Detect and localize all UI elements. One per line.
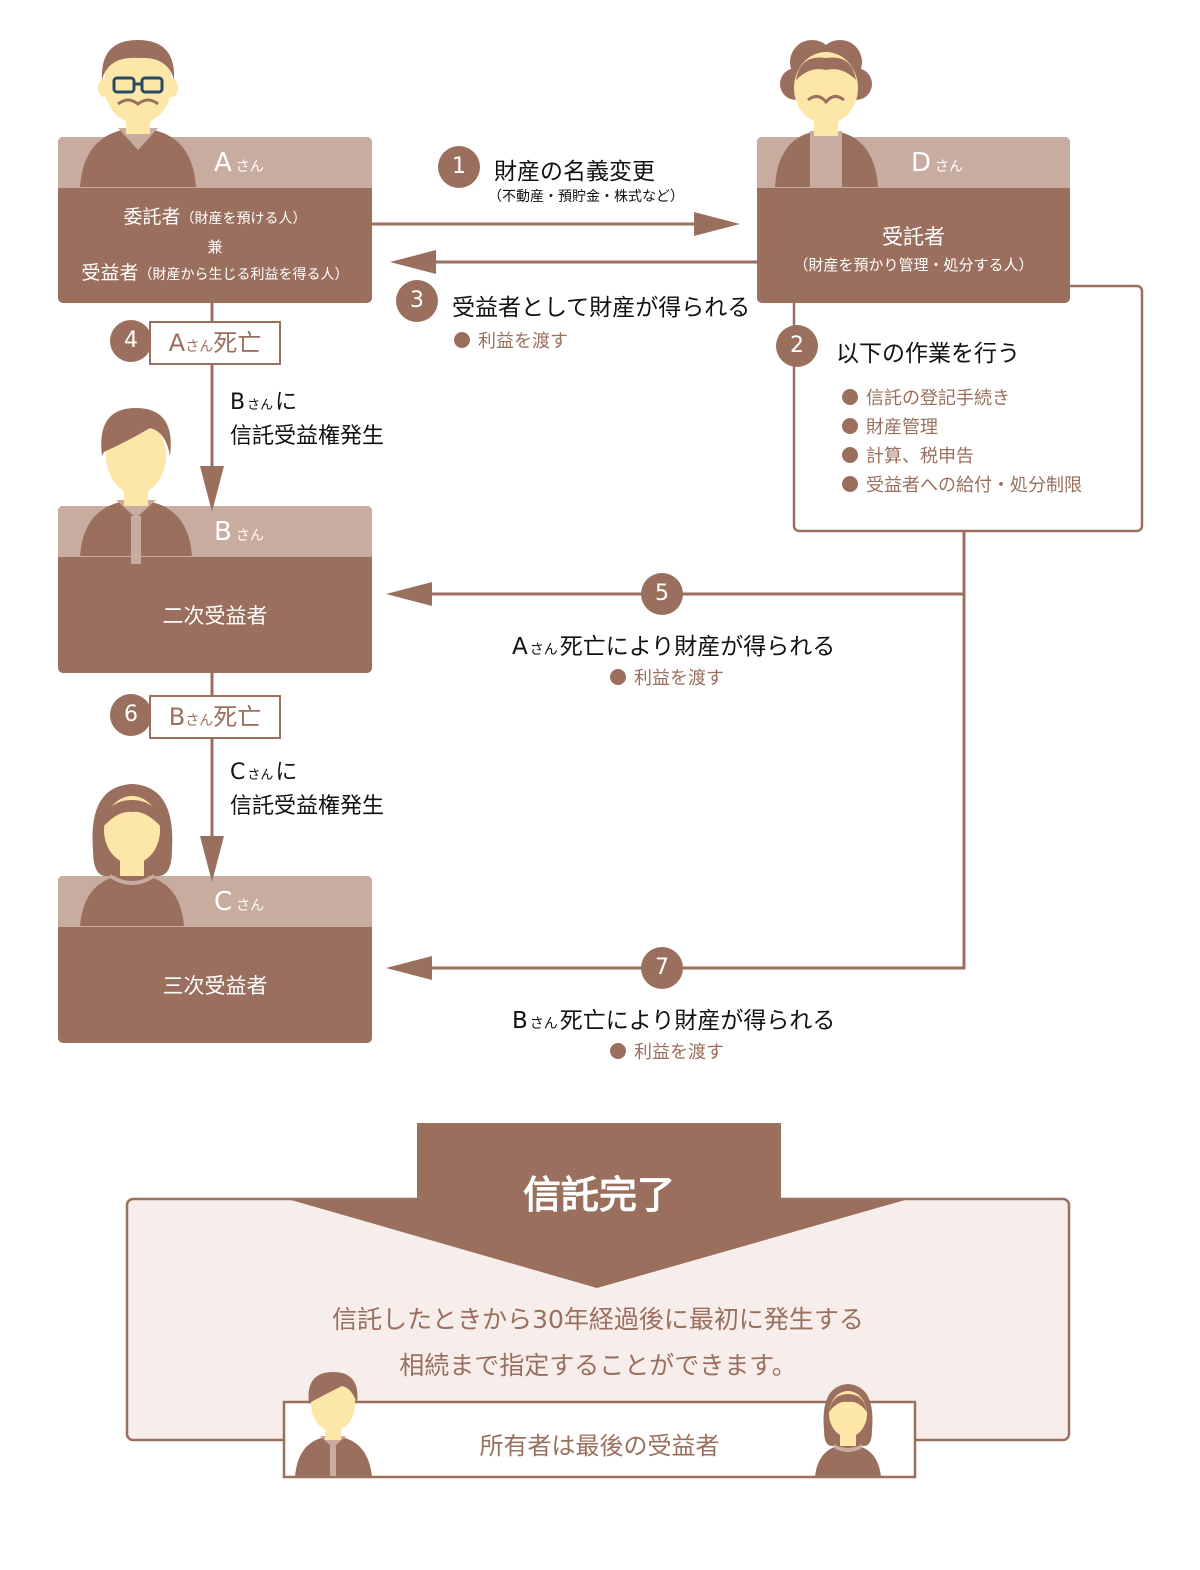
- step6-death-word: 死亡: [213, 703, 262, 731]
- owner-woman-illustration: [815, 1384, 881, 1477]
- completion-panel: [125, 1123, 1071, 1479]
- person-b-illustration: [80, 408, 192, 564]
- person-d-role: 受託者: [882, 225, 945, 249]
- person-a-role2: 受益者: [81, 262, 139, 284]
- step5-hon: さん: [529, 642, 558, 658]
- step2-item-label: 信託の登記手続き: [866, 388, 1010, 409]
- step1-note: （不動産・預貯金・株式など）: [488, 189, 684, 205]
- arrow-step1: [372, 212, 740, 236]
- step5-title: 死亡により財産が得られる: [559, 634, 836, 660]
- step6-death-label: Bさん死亡: [149, 695, 281, 739]
- step3-number: 3: [396, 280, 438, 322]
- step2-item-label: 計算、税申告: [866, 446, 974, 467]
- step6-line1-rest: に: [275, 760, 298, 785]
- person-a-role1-note: （財産を預ける人）: [180, 211, 307, 227]
- step3-note-row: 利益を渡す: [454, 327, 568, 353]
- person-a-role-line1: 委託者（財産を預ける人）: [58, 202, 372, 229]
- bullet-icon: [842, 447, 858, 463]
- step1-number: 1: [438, 146, 480, 188]
- completion-title: 信託完了: [522, 1173, 675, 1217]
- completion-line2: 相続まで指定することができます。: [399, 1351, 797, 1380]
- bullet-icon: [842, 389, 858, 405]
- person-b-role: 二次受益者: [162, 604, 268, 628]
- step4-line2: 信託受益権発生: [230, 424, 385, 449]
- step1-title: 財産の名義変更: [494, 159, 655, 185]
- step6-death-hon: さん: [185, 713, 214, 729]
- step2-item-label: 財産管理: [866, 417, 938, 438]
- bullet-icon: [454, 332, 470, 348]
- step3-title: 受益者として財産が得られる: [452, 295, 751, 321]
- step5-number: 5: [641, 573, 683, 615]
- step4-line1-rest: に: [275, 390, 298, 415]
- step6-number: 6: [110, 694, 152, 736]
- person-d-illustration: [775, 40, 878, 187]
- step4-number: 4: [110, 320, 152, 362]
- step7-title: 死亡により財産が得られる: [559, 1008, 836, 1034]
- person-b-letter: B: [214, 517, 232, 547]
- person-a-role-line2: 受益者（財産から生じる利益を得る人）: [58, 258, 372, 285]
- step3-note: 利益を渡す: [478, 331, 568, 352]
- step4-line1-hon: さん: [247, 398, 274, 413]
- person-d-role-note: （財産を預かり管理・処分する人）: [793, 256, 1034, 274]
- step5-note: 利益を渡す: [634, 668, 724, 689]
- step7-name: B: [512, 1008, 528, 1034]
- step6-line2: 信託受益権発生: [230, 794, 385, 819]
- step7-note: 利益を渡す: [634, 1042, 724, 1063]
- step4-line1-name: B: [230, 390, 246, 415]
- bullet-icon: [842, 418, 858, 434]
- owner-man-illustration: [295, 1372, 372, 1477]
- person-d-honorific: さん: [935, 159, 964, 175]
- bullet-icon: [610, 669, 626, 685]
- person-a-honorific: さん: [235, 159, 264, 175]
- step4-death-name: A: [168, 329, 186, 357]
- bullet-icon: [842, 476, 858, 492]
- step7-hon: さん: [529, 1016, 558, 1032]
- person-a-role1: 委託者: [123, 206, 181, 228]
- step2-item-1: 財産管理: [842, 413, 938, 439]
- person-d-letter: D: [911, 148, 932, 178]
- step7-number: 7: [641, 947, 683, 989]
- step2-item-0: 信託の登記手続き: [842, 384, 1010, 410]
- person-a-role2-note: （財産から生じる利益を得る人）: [138, 267, 349, 283]
- step2-item-label: 受益者への給付・処分制限: [866, 475, 1082, 496]
- step2-title: 以下の作業を行う: [836, 341, 1020, 367]
- arrow-step3: [390, 250, 757, 274]
- person-a-letter: A: [214, 148, 232, 178]
- step4-death-hon: さん: [185, 339, 214, 355]
- person-c-honorific: さん: [236, 898, 265, 914]
- arrow-step5-step7: [386, 531, 966, 980]
- step6-line1-name: C: [230, 760, 246, 785]
- step4-death-label: Aさん死亡: [149, 321, 281, 365]
- person-a-illustration: [80, 40, 196, 187]
- person-a-joiner: 兼: [207, 238, 223, 256]
- step6-death-name: B: [168, 703, 186, 731]
- person-c-role: 三次受益者: [162, 974, 268, 998]
- step5-note-row: 利益を渡す: [610, 664, 724, 690]
- owner-label: 所有者は最後の受益者: [479, 1432, 720, 1460]
- bullet-icon: [610, 1043, 626, 1059]
- step5-name: A: [512, 634, 528, 660]
- step4-death-word: 死亡: [213, 329, 262, 357]
- step2-number: 2: [776, 325, 818, 367]
- step6-line1-hon: さん: [247, 768, 274, 783]
- completion-line1: 信託したときから30年経過後に最初に発生する: [332, 1305, 864, 1334]
- step2-item-3: 受益者への給付・処分制限: [842, 471, 1082, 497]
- step7-note-row: 利益を渡す: [610, 1038, 724, 1064]
- step2-item-2: 計算、税申告: [842, 442, 974, 468]
- person-c-illustration: [80, 784, 184, 926]
- person-c-letter: C: [214, 887, 233, 917]
- person-b-honorific: さん: [235, 528, 264, 544]
